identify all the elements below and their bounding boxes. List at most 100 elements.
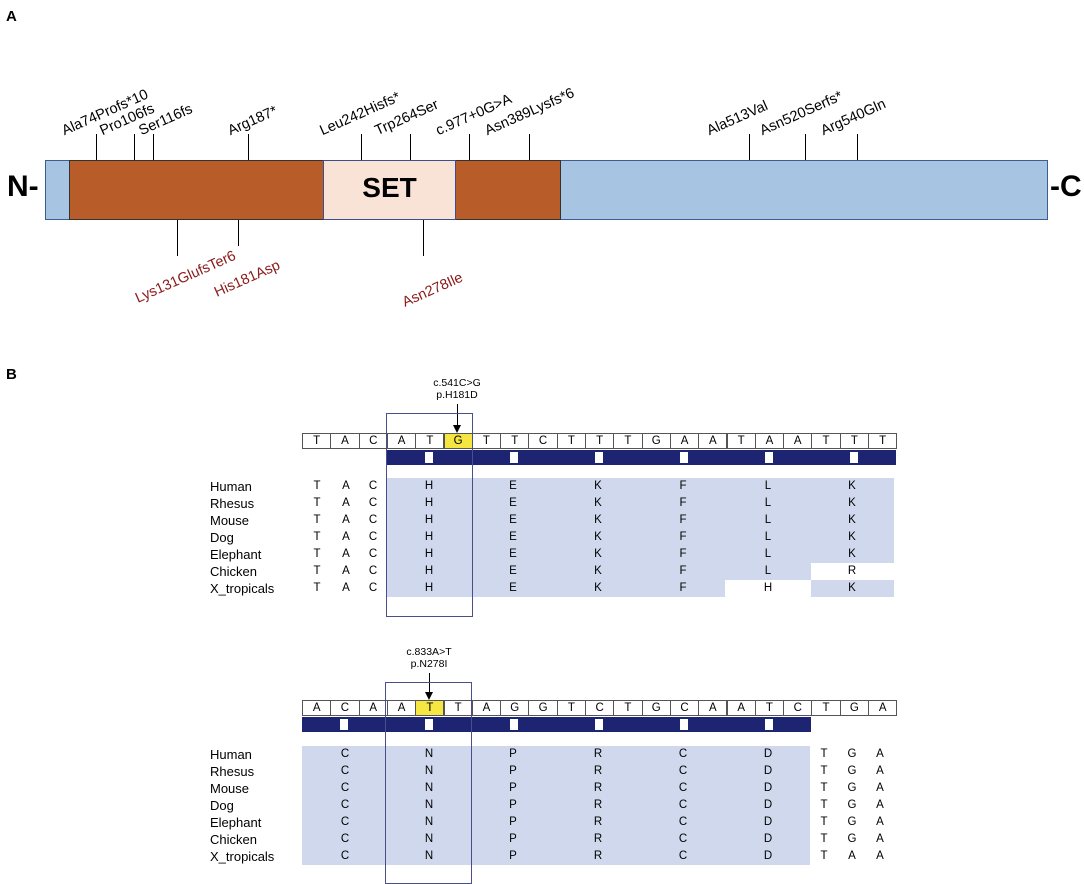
residue-cell: L (764, 548, 772, 560)
species-label: Elephant (210, 547, 262, 562)
residue-cell: K (594, 497, 602, 509)
residue-cell: E (509, 565, 517, 577)
residue-cell: G (847, 765, 857, 777)
species-label: Mouse (210, 513, 250, 528)
residue-cell: C (368, 548, 378, 560)
codon-marker (425, 719, 434, 730)
residue-cell: D (763, 748, 773, 760)
residue-cell: T (313, 582, 321, 594)
residue-cell: A (342, 480, 350, 492)
codon-marker (764, 719, 773, 730)
tick-top (749, 134, 750, 160)
nucleotide-box: A (726, 700, 756, 716)
residue-cell: N (424, 833, 434, 845)
domain-region-right (455, 160, 561, 220)
residue-cell: R (593, 782, 603, 794)
residue-cell: K (594, 531, 602, 543)
residue-cell: N (424, 782, 434, 794)
residue-cell: C (368, 480, 378, 492)
nucleotide-box: A (698, 433, 728, 449)
codon-bar (302, 717, 812, 732)
tick-top (805, 134, 806, 160)
residue-cell: K (848, 548, 856, 560)
residue-cell: K (848, 514, 856, 526)
mutation-annotation: p.H181D (436, 389, 478, 401)
set-domain (323, 160, 456, 220)
residue-cell: P (509, 782, 517, 794)
residue-cell: H (763, 582, 773, 594)
residue-cell: F (679, 582, 687, 594)
species-label: X_tropicals (210, 849, 275, 864)
nucleotide-box: G (500, 700, 530, 716)
nucleotide-box: T (556, 433, 586, 449)
residue-cell: C (340, 850, 350, 862)
residue-cell: H (424, 565, 434, 577)
residue-cell: A (342, 582, 350, 594)
residue-cell: E (509, 582, 517, 594)
residue-cell: P (509, 833, 517, 845)
nucleotide-box: G (641, 700, 671, 716)
nucleotide-box: C (330, 700, 360, 716)
domain-region-left (69, 160, 324, 220)
residue-cell: P (509, 748, 517, 760)
residue-cell: G (847, 816, 857, 828)
residue-cell: D (763, 782, 773, 794)
residue-cell: G (847, 799, 857, 811)
residue-cell: H (424, 531, 434, 543)
residue-cell: K (848, 497, 856, 509)
nucleotide-box: A (302, 700, 332, 716)
residue-cell: C (678, 850, 688, 862)
codon-marker (510, 452, 519, 463)
tick-bottom (177, 220, 178, 256)
residue-cell: C (340, 748, 350, 760)
residue-cell: N (424, 799, 434, 811)
nucleotide-box: C (358, 433, 388, 449)
residue-cell: D (763, 799, 773, 811)
nucleotide-box: C (783, 700, 813, 716)
set-domain-label: SET (362, 172, 417, 203)
species-label: Dog (210, 530, 234, 545)
nucleotide-box: C (528, 433, 558, 449)
residue-cell: T (313, 531, 321, 543)
residue-cell: T (313, 548, 321, 560)
n-terminus-label: N- (7, 170, 39, 203)
residue-cell: C (368, 582, 378, 594)
nucleotide-box: A (386, 700, 417, 716)
residue-cell: K (594, 565, 602, 577)
codon-marker (595, 452, 604, 463)
residue-cell: G (847, 748, 857, 760)
tick-bottom (238, 220, 239, 246)
residue-cell: T (820, 833, 828, 845)
residue-cell: R (593, 799, 603, 811)
tick-top (469, 134, 470, 160)
codon-marker (680, 719, 689, 730)
residue-cell: R (593, 850, 603, 862)
nucleotide-box: A (330, 433, 360, 449)
panel-a-label: A (6, 8, 17, 25)
highlight-frame (385, 682, 472, 884)
residue-cell: L (764, 565, 772, 577)
codon-marker (425, 452, 434, 463)
residue-cell: P (509, 765, 517, 777)
nucleotide-box: T (471, 433, 502, 449)
residue-cell: A (876, 850, 884, 862)
species-label: Mouse (210, 781, 250, 796)
nucleotide-box: T (556, 700, 586, 716)
residue-cell: A (342, 565, 350, 577)
residue-cell: K (848, 582, 856, 594)
residue-cell: N (424, 748, 434, 760)
residue-cell: K (848, 531, 856, 543)
nucleotide-box: A (754, 433, 785, 449)
residue-cell: F (679, 497, 687, 509)
species-label: X_tropicals (210, 581, 275, 596)
residue-cell: R (593, 833, 603, 845)
tick-top (857, 134, 858, 160)
residue-cell: C (678, 833, 688, 845)
residue-cell: E (509, 480, 517, 492)
mutation-annotation: c.833A>T (406, 646, 452, 658)
residue-cell: T (820, 850, 828, 862)
residue-cell: K (594, 480, 602, 492)
residue-cell: K (848, 480, 856, 492)
species-label: Human (210, 747, 252, 762)
residue-cell: T (313, 565, 321, 577)
